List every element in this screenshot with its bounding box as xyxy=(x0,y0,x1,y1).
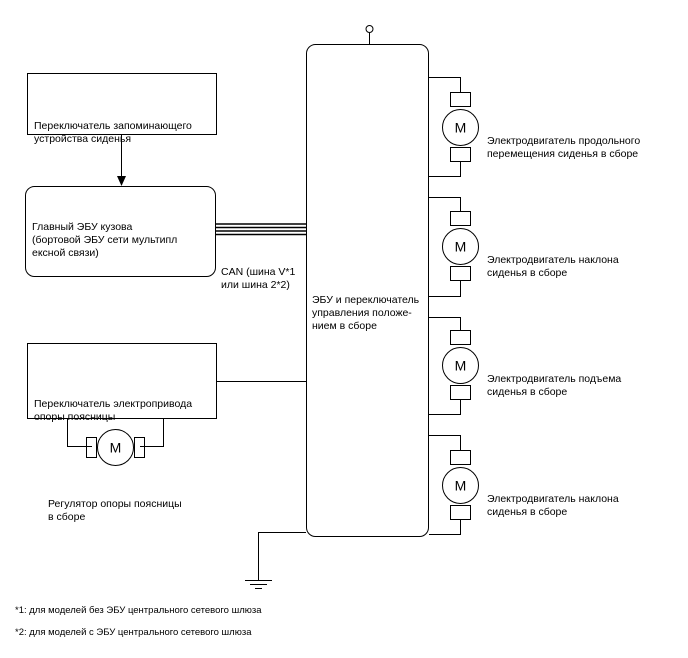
memory-switch-box xyxy=(27,73,217,135)
seat-cushion-tilt-motor xyxy=(429,435,479,535)
motor-symbol: M xyxy=(110,440,122,456)
body-ecu-label: Главный ЭБУ кузова(бортовой ЭБУ сети мул… xyxy=(32,221,178,259)
main-ecu-box xyxy=(306,44,429,537)
motor-symbol: M xyxy=(455,239,467,255)
lumbar-motor-brush-right xyxy=(134,437,145,458)
body-ecu-box xyxy=(25,186,216,277)
footnote-2: *2: для моделей с ЭБУ центрального сетев… xyxy=(15,627,252,638)
lumbar-motor-wire-right xyxy=(140,419,164,447)
seat-recline-motor xyxy=(429,197,479,297)
antenna-terminal xyxy=(365,25,374,33)
seat-lifter-motor xyxy=(429,317,479,415)
arrow-head xyxy=(117,176,126,186)
footnote-1: *1: для моделей без ЭБУ центрального сет… xyxy=(15,605,262,616)
lumbar-motor-wire xyxy=(67,419,92,447)
motor-symbol: M xyxy=(455,478,467,494)
motor-symbol: M xyxy=(455,120,467,136)
seat-slide-motor xyxy=(429,77,479,177)
lumbar-switch-box xyxy=(27,343,217,419)
can-bus-lines xyxy=(216,223,306,236)
ground-wire xyxy=(258,532,306,580)
lumbar-motor-circle xyxy=(97,429,134,466)
lumbar-motor-brush-left xyxy=(86,437,97,458)
motor-symbol: M xyxy=(455,358,467,374)
